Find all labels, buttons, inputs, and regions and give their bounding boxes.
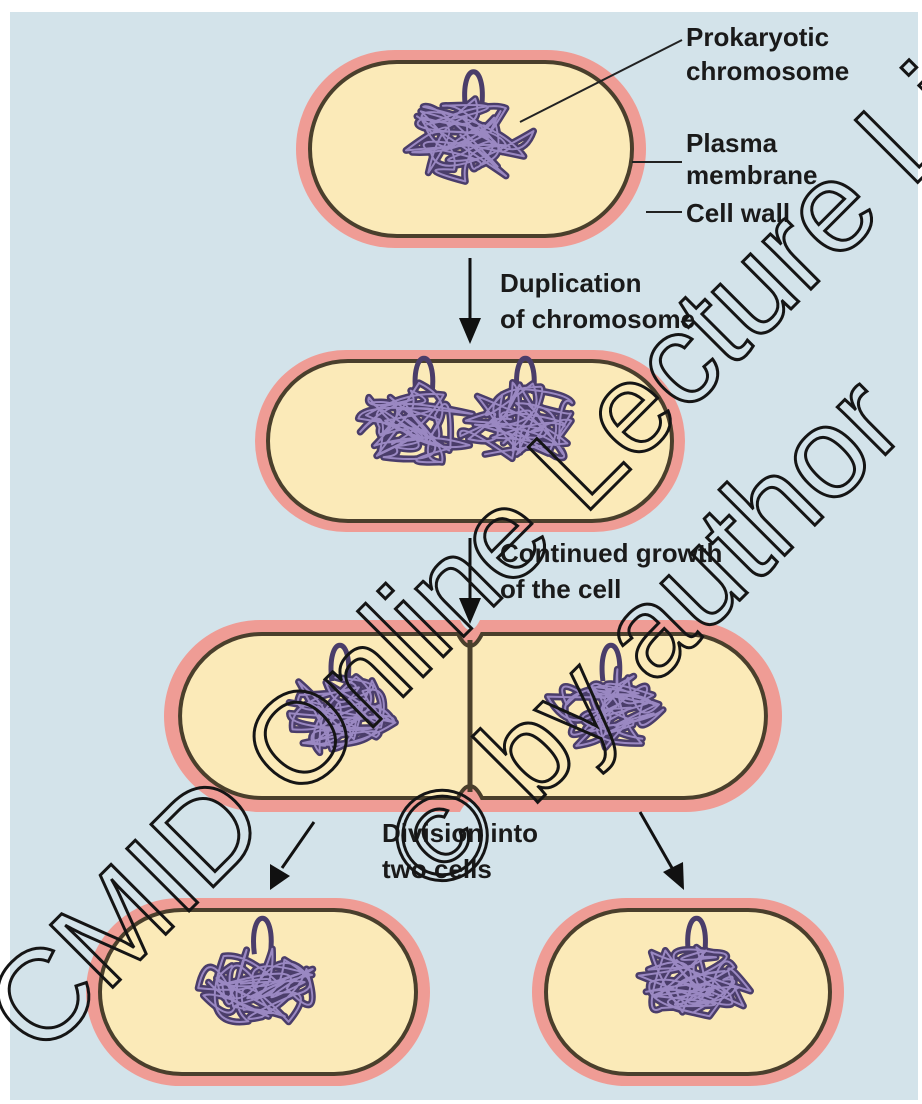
step1-label-1: Duplication (500, 268, 642, 298)
prokaryotic-chromosome-label-1: Prokaryotic (686, 22, 829, 52)
daughter-cell-right (532, 898, 844, 1086)
parent-cell (296, 50, 646, 248)
plasma-membrane-label-1: Plasma (686, 128, 778, 158)
prokaryotic-chromosome-label-2: chromosome (686, 56, 849, 86)
